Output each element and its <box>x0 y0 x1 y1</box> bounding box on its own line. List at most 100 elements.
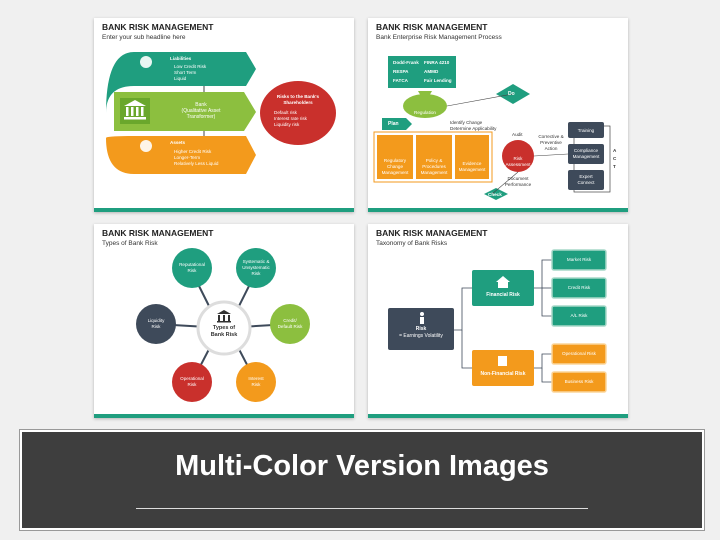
reg-item: FATCA <box>393 78 408 83</box>
act-letter: A <box>613 148 617 153</box>
box-regulatory-line1: Regulatory <box>383 158 407 163</box>
box-regulatory-line3: Management <box>381 170 409 175</box>
box-training <box>568 122 604 138</box>
bank-icon <box>124 100 146 120</box>
root-line2: = Earnings Volatility <box>399 333 443 339</box>
center-line1: Types of <box>212 325 236 331</box>
business-risk-label: Business Risk <box>564 379 594 384</box>
box-policy-line1: Policy & <box>425 158 443 163</box>
slide-thumbnail-types-of-risk[interactable]: BANK RISK MANAGEMENT Types of Bank Risk … <box>94 224 354 418</box>
risks-label-1: Risks to the Bank's <box>276 94 320 99</box>
box-regulatory-line2: Change <box>386 164 404 169</box>
plan-label: Plan <box>388 121 399 127</box>
box-evidence-line1: Evidence <box>462 161 482 166</box>
box-compliance <box>568 144 604 164</box>
assets-item: Longer-Term <box>174 155 201 160</box>
box-expert-line1: Expert <box>579 174 593 179</box>
money-hand-icon <box>140 56 152 68</box>
risk-assessment-circle <box>502 140 534 172</box>
act-letter: C <box>613 156 617 161</box>
slide-thumbnail-liabilities-assets[interactable]: BANK RISK MANAGEMENT Enter your sub head… <box>94 18 354 212</box>
slide-title: BANK RISK MANAGEMENT <box>102 22 214 32</box>
center-circle <box>196 300 252 356</box>
risks-circle <box>260 81 336 145</box>
operational-risk-label: Operational Risk <box>562 351 596 356</box>
box-evidence <box>455 135 489 179</box>
box-compliance-line2: Management <box>572 154 600 159</box>
liabilities-item: Low Credit Risk <box>174 64 207 69</box>
node-reputational-line1: Reputational <box>179 262 205 267</box>
house-icon <box>496 276 510 288</box>
running-figure-icon <box>420 312 424 324</box>
root-box <box>388 308 454 350</box>
liabilities-item: Liquid <box>174 76 187 81</box>
node-operational-line2: Risk <box>187 382 197 387</box>
plan-arrow <box>382 118 412 130</box>
corrective-line3: Action <box>544 146 558 151</box>
banner-underline <box>136 508 588 509</box>
coin-hand-icon <box>140 140 152 152</box>
document-gear-icon <box>498 356 507 366</box>
assets-item: Relatively Less Liquid <box>174 161 219 166</box>
liabilities-label: Liabilities <box>170 56 192 61</box>
node-reputational-line2: Risk <box>187 268 197 273</box>
box-policy-line2: Procedures <box>422 164 446 169</box>
slide-title: BANK RISK MANAGEMENT <box>102 228 214 238</box>
reg-item: Dodd-Frank <box>393 60 419 65</box>
bank-icon <box>217 310 231 323</box>
al-risk-box <box>551 305 607 327</box>
financial-label: Financial Risk <box>486 292 520 298</box>
slide-title: BANK RISK MANAGEMENT <box>376 22 488 32</box>
node-systematic-line1: Systematic & <box>242 259 270 264</box>
node-operational <box>172 362 212 402</box>
al-risk-label: A/L Risk <box>570 313 588 318</box>
reg-item: Fair Lending <box>424 78 452 83</box>
market-risk-label: Market Risk <box>566 257 592 262</box>
risks-item: Default risk <box>274 110 297 115</box>
node-liquidity-line1: Liquidity <box>147 318 165 323</box>
identify-item: Identify Change <box>450 120 483 125</box>
bank-line2: (Qualitative Asset <box>181 108 221 114</box>
audit-label: Audit <box>512 132 523 137</box>
act-letter: T <box>613 164 616 169</box>
credit-risk-box <box>551 277 607 299</box>
bank-line3: Transformer) <box>186 114 216 120</box>
bank-line1: Bank <box>195 102 207 108</box>
box-compliance-line1: Compliance <box>573 148 599 153</box>
credit-risk-label: Credit Risk <box>567 285 591 290</box>
document-line1: Document <box>507 176 529 181</box>
box-regulatory <box>377 135 413 179</box>
reg-item: AMMD <box>424 69 439 74</box>
business-risk-box <box>551 371 607 393</box>
banner: Multi-Color Version Images <box>20 430 704 530</box>
regulations-box <box>388 56 456 88</box>
box-evidence-line2: Management <box>458 167 486 172</box>
liabilities-item: Short Term <box>174 70 197 75</box>
node-operational-line1: Operational <box>180 376 204 381</box>
assets-label: Assets <box>170 140 186 145</box>
risks-item: Liquidity risk <box>274 122 300 127</box>
identify-item: Determine Applicability <box>450 126 497 131</box>
box-policy <box>416 135 452 179</box>
slide-thumbnail-taxonomy[interactable]: BANK RISK MANAGEMENT Taxonomy of Bank Ri… <box>368 224 628 418</box>
root-line1: Risk <box>415 326 427 332</box>
node-credit-line1: Credit/ <box>283 318 297 323</box>
risks-label-2: Shareholders <box>283 100 313 105</box>
node-reputational <box>172 248 212 288</box>
node-liquidity-line2: Risk <box>151 324 161 329</box>
center-line2: Bank Risk <box>210 332 238 338</box>
market-risk-box <box>551 249 607 271</box>
node-interest <box>236 362 276 402</box>
regulation-ellipse <box>403 94 447 118</box>
slide-subtitle: Taxonomy of Bank Risks <box>376 240 448 247</box>
slide2-diagram <box>373 56 611 200</box>
slide1-diagram <box>106 52 336 174</box>
node-interest-line2: Risk <box>251 382 261 387</box>
node-interest-line1: Interest <box>248 376 264 381</box>
slide-thumbnail-erm-process[interactable]: BANK RISK MANAGEMENT Bank Enterprise Ris… <box>368 18 628 212</box>
node-liquidity <box>136 304 176 344</box>
box-expert-line2: Connect <box>577 180 595 185</box>
box-policy-line3: Management <box>420 170 448 175</box>
check-diamond <box>484 188 508 200</box>
node-systematic <box>236 248 276 288</box>
